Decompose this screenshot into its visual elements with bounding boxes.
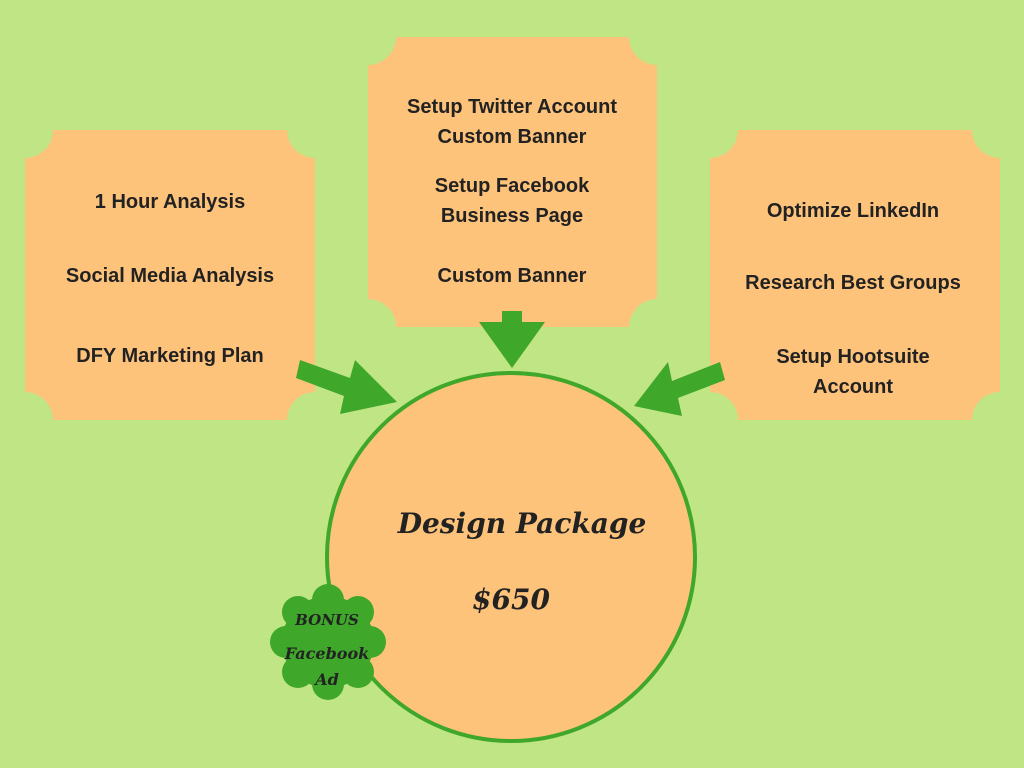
bonus-badge xyxy=(270,584,386,700)
arrow-left xyxy=(296,360,397,414)
center-item-3: Custom Banner xyxy=(437,265,587,287)
bonus-item-1: Facebook xyxy=(284,644,370,663)
center-box xyxy=(368,37,657,327)
right-item-3b: Account xyxy=(813,376,893,398)
package-price: $650 xyxy=(472,583,550,616)
package-circle xyxy=(325,371,697,743)
center-item-1a: Setup Twitter Account xyxy=(407,96,617,118)
bonus-item-2: Ad xyxy=(315,670,339,689)
right-item-1: Optimize LinkedIn xyxy=(766,200,940,222)
package-title: Design Package xyxy=(397,507,647,540)
bonus-label: BONUS xyxy=(295,611,359,629)
left-item-2: Social Media Analysis xyxy=(65,265,275,287)
arrow-center xyxy=(479,311,545,368)
center-item-2a: Setup Facebook xyxy=(434,175,590,197)
right-box xyxy=(710,130,1000,420)
left-box xyxy=(25,130,315,420)
center-item-2b: Business Page xyxy=(440,205,584,227)
arrow-right xyxy=(634,362,725,416)
left-item-1: 1 Hour Analysis xyxy=(94,191,246,213)
right-item-3a: Setup Hootsuite xyxy=(776,346,930,368)
center-item-1b: Custom Banner xyxy=(437,126,587,148)
left-item-3: DFY Marketing Plan xyxy=(76,345,264,367)
right-item-2: Research Best Groups xyxy=(745,272,961,294)
